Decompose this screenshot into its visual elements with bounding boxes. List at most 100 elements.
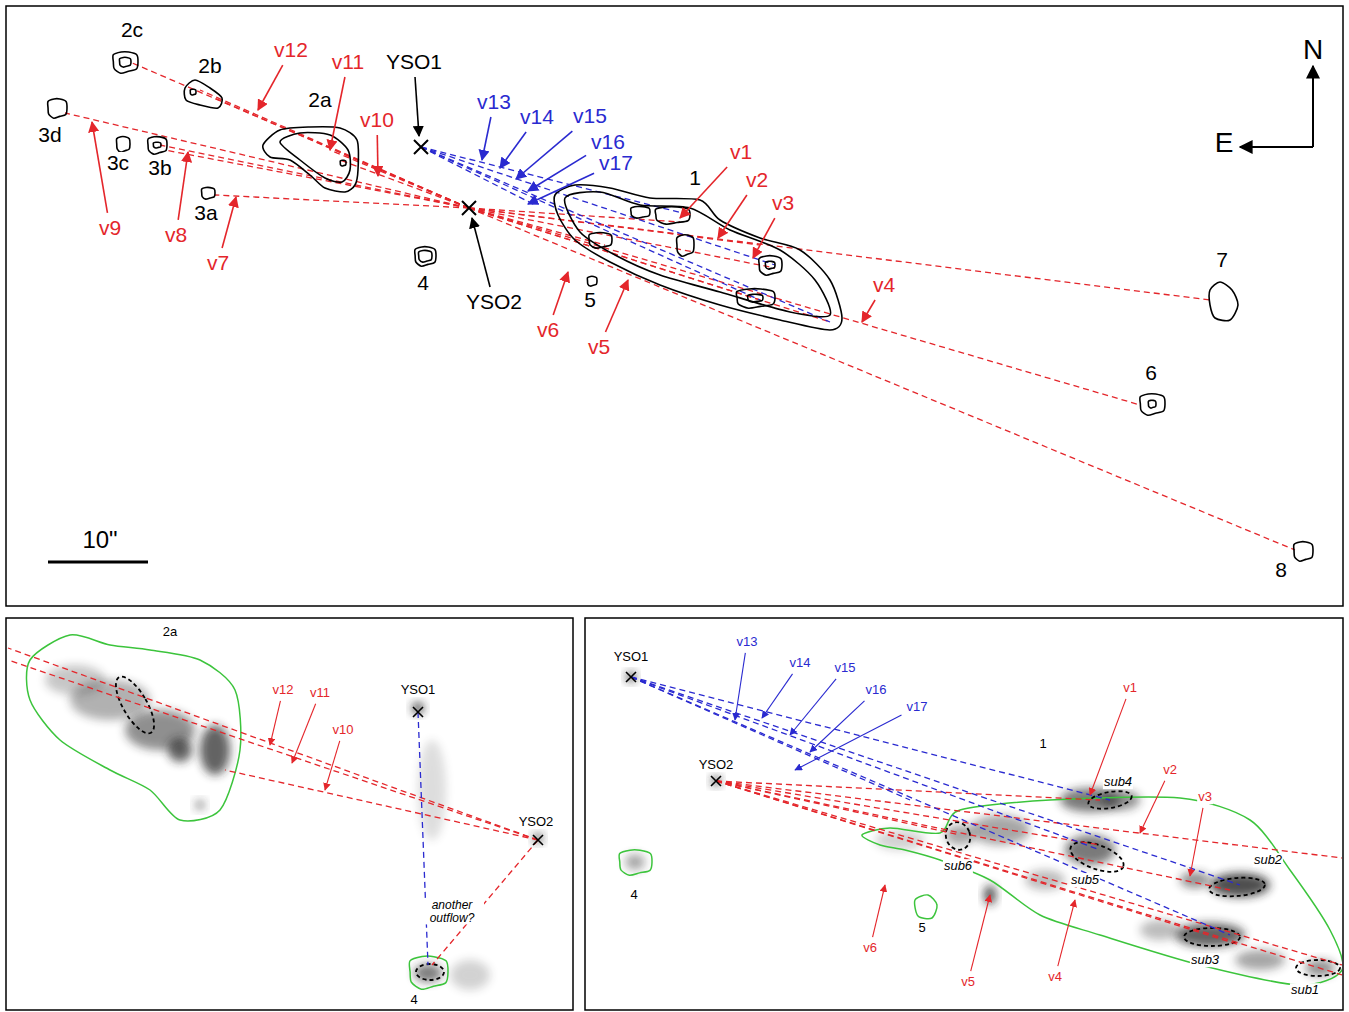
velocity-label: v10 bbox=[359, 109, 395, 131]
map-label: YSO1 bbox=[385, 51, 443, 73]
image-emission bbox=[450, 960, 490, 990]
pointer-arrow bbox=[528, 155, 586, 191]
map-label: sub2 bbox=[1253, 853, 1283, 867]
velocity-label: v10 bbox=[332, 723, 355, 737]
map-label: E bbox=[1214, 128, 1235, 157]
velocity-label: v13 bbox=[476, 91, 512, 113]
outflow-axis bbox=[631, 677, 1110, 800]
pointer-arrow bbox=[482, 117, 491, 160]
map-label: 7 bbox=[1215, 249, 1229, 271]
pointer-arrow bbox=[270, 701, 280, 745]
outflow-axis bbox=[8, 648, 538, 840]
outflow-axis bbox=[418, 712, 428, 965]
outflow-axis bbox=[421, 147, 775, 265]
map-label: YSO1 bbox=[400, 683, 437, 697]
outflow-axis bbox=[631, 677, 1240, 885]
outflow-axis bbox=[225, 770, 538, 840]
image-emission bbox=[1180, 872, 1210, 888]
pointer-arrow bbox=[795, 715, 902, 770]
source-cross bbox=[413, 707, 423, 717]
emission-contour bbox=[415, 247, 436, 267]
emission-contour bbox=[1148, 400, 1156, 408]
image-emission bbox=[984, 885, 996, 905]
emission-contour bbox=[26, 635, 240, 821]
velocity-label: v5 bbox=[587, 336, 611, 358]
map-label: 8 bbox=[1274, 559, 1288, 581]
map-label: 3a bbox=[193, 202, 218, 224]
pointer-arrow bbox=[606, 280, 628, 332]
map-label: 6 bbox=[1144, 362, 1158, 384]
map-label: sub3 bbox=[1190, 953, 1220, 967]
knot-outline bbox=[1184, 928, 1240, 946]
velocity-label: v11 bbox=[309, 686, 331, 700]
image-emission bbox=[625, 854, 645, 870]
velocity-label: v12 bbox=[272, 683, 295, 697]
emission-contour bbox=[148, 137, 167, 155]
outflow-axis bbox=[160, 145, 469, 208]
outflow-axis bbox=[8, 660, 538, 840]
scale-bar bbox=[48, 561, 148, 564]
outflow-axis bbox=[469, 208, 605, 245]
outflow-axis bbox=[716, 781, 960, 835]
pointer-arrow bbox=[178, 152, 188, 220]
velocity-label: v14 bbox=[519, 106, 555, 128]
outflow-axis bbox=[631, 677, 1100, 850]
knot-outline bbox=[109, 671, 162, 738]
emission-contour bbox=[765, 261, 775, 269]
velocity-label: v17 bbox=[906, 700, 929, 714]
pointer-arrow bbox=[528, 173, 594, 204]
emission-contour bbox=[1140, 394, 1165, 415]
pointer-arrow bbox=[500, 132, 526, 168]
map-label: 3b bbox=[147, 157, 172, 179]
image-emission bbox=[1235, 950, 1285, 970]
map-label: 3d bbox=[37, 124, 62, 146]
source-cross bbox=[626, 672, 636, 682]
outflow-axis bbox=[469, 208, 1295, 550]
pointer-arrow bbox=[790, 679, 836, 735]
pointer-arrow bbox=[472, 218, 490, 287]
source-cross bbox=[462, 201, 476, 215]
emission-contour bbox=[565, 192, 831, 317]
emission-contour bbox=[862, 797, 1342, 985]
figure-panel bbox=[6, 618, 573, 1010]
velocity-label: v7 bbox=[206, 252, 230, 274]
map-label: YSO2 bbox=[518, 815, 555, 829]
velocity-label: v3 bbox=[771, 192, 795, 214]
pointer-arrow bbox=[718, 195, 747, 238]
map-label: 1 bbox=[1038, 737, 1047, 751]
outflow-axis bbox=[716, 781, 1100, 845]
pointer-arrow bbox=[810, 701, 864, 752]
pointer-arrow bbox=[292, 704, 316, 763]
emission-contour bbox=[677, 235, 694, 256]
velocity-label: v3 bbox=[1197, 790, 1213, 804]
pointer-arrow bbox=[330, 77, 345, 150]
compass-arrow bbox=[1240, 146, 1313, 148]
image-emission bbox=[200, 725, 230, 775]
velocity-label: v17 bbox=[598, 152, 634, 174]
outflow-axis bbox=[716, 781, 1342, 858]
map-label: 2a bbox=[307, 89, 332, 111]
emission-contour bbox=[759, 256, 782, 276]
pointer-arrow bbox=[762, 674, 793, 718]
map-label: 1 bbox=[688, 167, 702, 189]
emission-contour bbox=[1294, 542, 1313, 562]
pointer-arrow bbox=[862, 300, 875, 322]
emission-contour bbox=[340, 160, 346, 166]
velocity-label: v1 bbox=[729, 141, 753, 163]
figure-panel bbox=[585, 618, 1343, 1010]
outflow-axis bbox=[340, 160, 469, 208]
emission-contour bbox=[116, 137, 130, 153]
pointer-arrow bbox=[753, 218, 775, 258]
outflow-axis bbox=[716, 781, 1342, 965]
velocity-label: v14 bbox=[789, 656, 812, 670]
velocity-label: v11 bbox=[331, 51, 365, 73]
outflow-axis bbox=[716, 781, 1100, 800]
knot-outline bbox=[1067, 836, 1128, 878]
outflow-axis bbox=[421, 147, 535, 205]
pointer-arrow bbox=[325, 741, 340, 790]
velocity-label: v4 bbox=[1047, 970, 1063, 984]
outflow-axis bbox=[631, 677, 1230, 935]
velocity-label: v15 bbox=[834, 661, 857, 675]
map-label: YSO2 bbox=[698, 758, 735, 772]
